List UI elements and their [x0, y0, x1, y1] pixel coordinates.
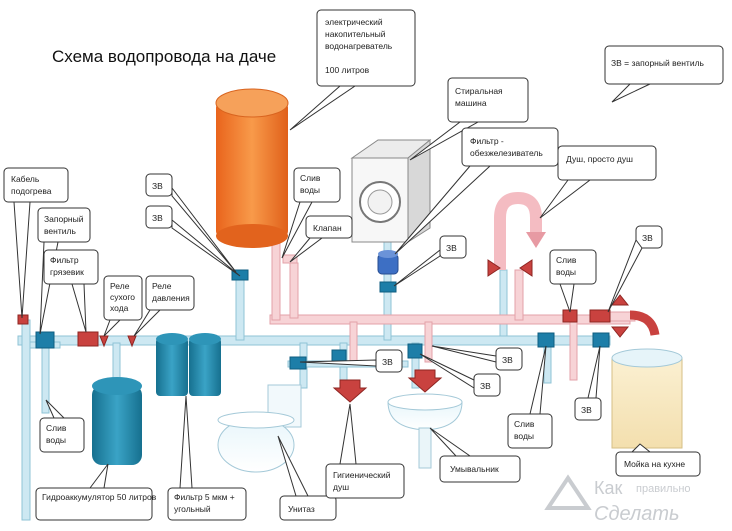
filter-5-label-1: Фильтр 5 мкм + [174, 492, 235, 502]
water-heater [215, 88, 289, 248]
drain-right-label-1: Слив [556, 255, 577, 265]
heating-cable-label-1: Кабель [11, 174, 40, 184]
zv-5-label: ЗВ [382, 357, 393, 367]
filter-5mkm [156, 333, 221, 396]
callout-drain-left: Слив воды [39, 399, 85, 453]
diagram-title: Схема водопровода на даче [52, 47, 276, 66]
zv-2-label: ЗВ [152, 213, 163, 223]
callout-legend: ЗВ = запорный вентиль [604, 45, 724, 103]
shower-head [494, 191, 546, 270]
red-fittings [17, 259, 660, 403]
drain-heater-label-2: воды [300, 185, 320, 195]
toilet-label: Унитаз [288, 504, 315, 514]
callout-mud-filter: Фильтр грязевик [43, 249, 99, 333]
iron-filter [377, 250, 399, 275]
dry-relay-label-2: сухого [110, 292, 135, 302]
mud-filter-label-2: грязевик [50, 267, 84, 277]
filter-5-label-2: угольный [174, 504, 211, 514]
kitchen-label: Мойка на кухне [624, 459, 685, 469]
iron-filter-label-2: обезжелезиватель [470, 148, 543, 158]
pressure-relay-label-1: Реле [152, 281, 172, 291]
watermark-line-1: Как [594, 478, 622, 498]
wash-basin [387, 393, 463, 469]
drain-mid-label-2: воды [514, 431, 534, 441]
main-valve-label-1: Запорный [44, 214, 84, 224]
main-valve-label-2: вентиль [44, 226, 76, 236]
callout-accumulator: Гидроаккумулятор 50 литров [35, 463, 157, 521]
callout-hyg-shower: Гигиенический душ [325, 403, 405, 499]
callout-heating-cable: Кабель подогрева [3, 167, 69, 319]
callout-drain-right: Слив воды [549, 249, 597, 313]
check-valve-label: Клапан [313, 223, 342, 233]
callout-kitchen: Мойка на кухне [615, 443, 701, 477]
heater-label-4: 100 литров [325, 65, 370, 75]
pressure-relay-label-2: давления [152, 293, 190, 303]
callout-heater: электрический накопительный водонагреват… [289, 9, 416, 131]
zv-4-label: ЗВ [642, 233, 653, 243]
callout-pressure-relay: Реле давления [133, 275, 195, 337]
callout-zv-1: ЗВ [145, 173, 237, 273]
zv-7-label: ЗВ [480, 381, 491, 391]
drain-left-label-1: Слив [46, 423, 67, 433]
accumulator-label: Гидроаккумулятор 50 литров [42, 492, 157, 502]
hyg-shower-label-2: душ [333, 482, 349, 492]
callout-zv-3: ЗВ [393, 235, 467, 287]
sink-label: Умывальник [450, 464, 499, 474]
washing-machine [350, 138, 432, 243]
watermark-line-3: Сделать [594, 503, 680, 525]
callout-zv-4: ЗВ [607, 225, 663, 313]
zv-8-label: ЗВ [581, 405, 592, 415]
dry-relay-label-3: хода [110, 303, 129, 313]
callout-zv-5: ЗВ [299, 349, 403, 373]
hyg-shower-label-1: Гигиенический [333, 470, 391, 480]
dry-relay-label-1: Реле [110, 281, 130, 291]
callout-filter-5: Фильтр 5 мкм + угольный [167, 395, 247, 521]
zv-6-label: ЗВ [502, 355, 513, 365]
washer-label-2: машина [455, 98, 487, 108]
legend-text: ЗВ = запорный вентиль [611, 58, 705, 68]
callout-zv-2: ЗВ [145, 205, 241, 277]
zv-3-label: ЗВ [446, 243, 457, 253]
callout-dry-relay: Реле сухого хода [103, 275, 143, 337]
callout-sink: Умывальник [429, 427, 521, 483]
heating-cable-label-2: подогрева [11, 186, 52, 196]
toilet [217, 384, 302, 473]
drain-mid-label-1: Слив [514, 419, 535, 429]
callout-shower: Душ, просто душ [539, 145, 657, 219]
hydro-accumulator [92, 377, 142, 465]
callout-check-valve: Клапан [289, 215, 353, 263]
drain-left-label-2: воды [46, 435, 66, 445]
shutoff-valves [35, 269, 610, 370]
callout-zv-7: ЗВ [419, 353, 501, 397]
watermark: Как правильно Сделать [544, 474, 691, 525]
drain-heater-label-1: Слив [300, 173, 321, 183]
zv-1-label: ЗВ [152, 181, 163, 191]
watermark-line-2: правильно [636, 483, 691, 495]
kitchen-sink [611, 348, 683, 449]
washer-label-1: Стиральная [455, 86, 503, 96]
callout-zv-6: ЗВ [431, 345, 523, 371]
callout-washer: Стиральная машина [409, 77, 529, 161]
callout-drain-heater: Слив воды [281, 167, 341, 259]
drain-right-label-2: воды [556, 267, 576, 277]
callout-zv-8: ЗВ [574, 345, 602, 421]
iron-filter-label-1: Фильтр - [470, 136, 504, 146]
mud-filter-label-1: Фильтр [50, 255, 79, 265]
heater-label-3: водонагреватель [325, 41, 393, 51]
heater-label-1: электрический [325, 17, 383, 27]
heater-label-2: накопительный [325, 29, 386, 39]
callout-toilet: Унитаз [277, 435, 337, 521]
callout-drain-mid: Слив воды [507, 345, 553, 449]
shower-label: Душ, просто душ [566, 154, 633, 164]
callout-iron-filter: Фильтр - обезжелезиватель [394, 127, 559, 255]
